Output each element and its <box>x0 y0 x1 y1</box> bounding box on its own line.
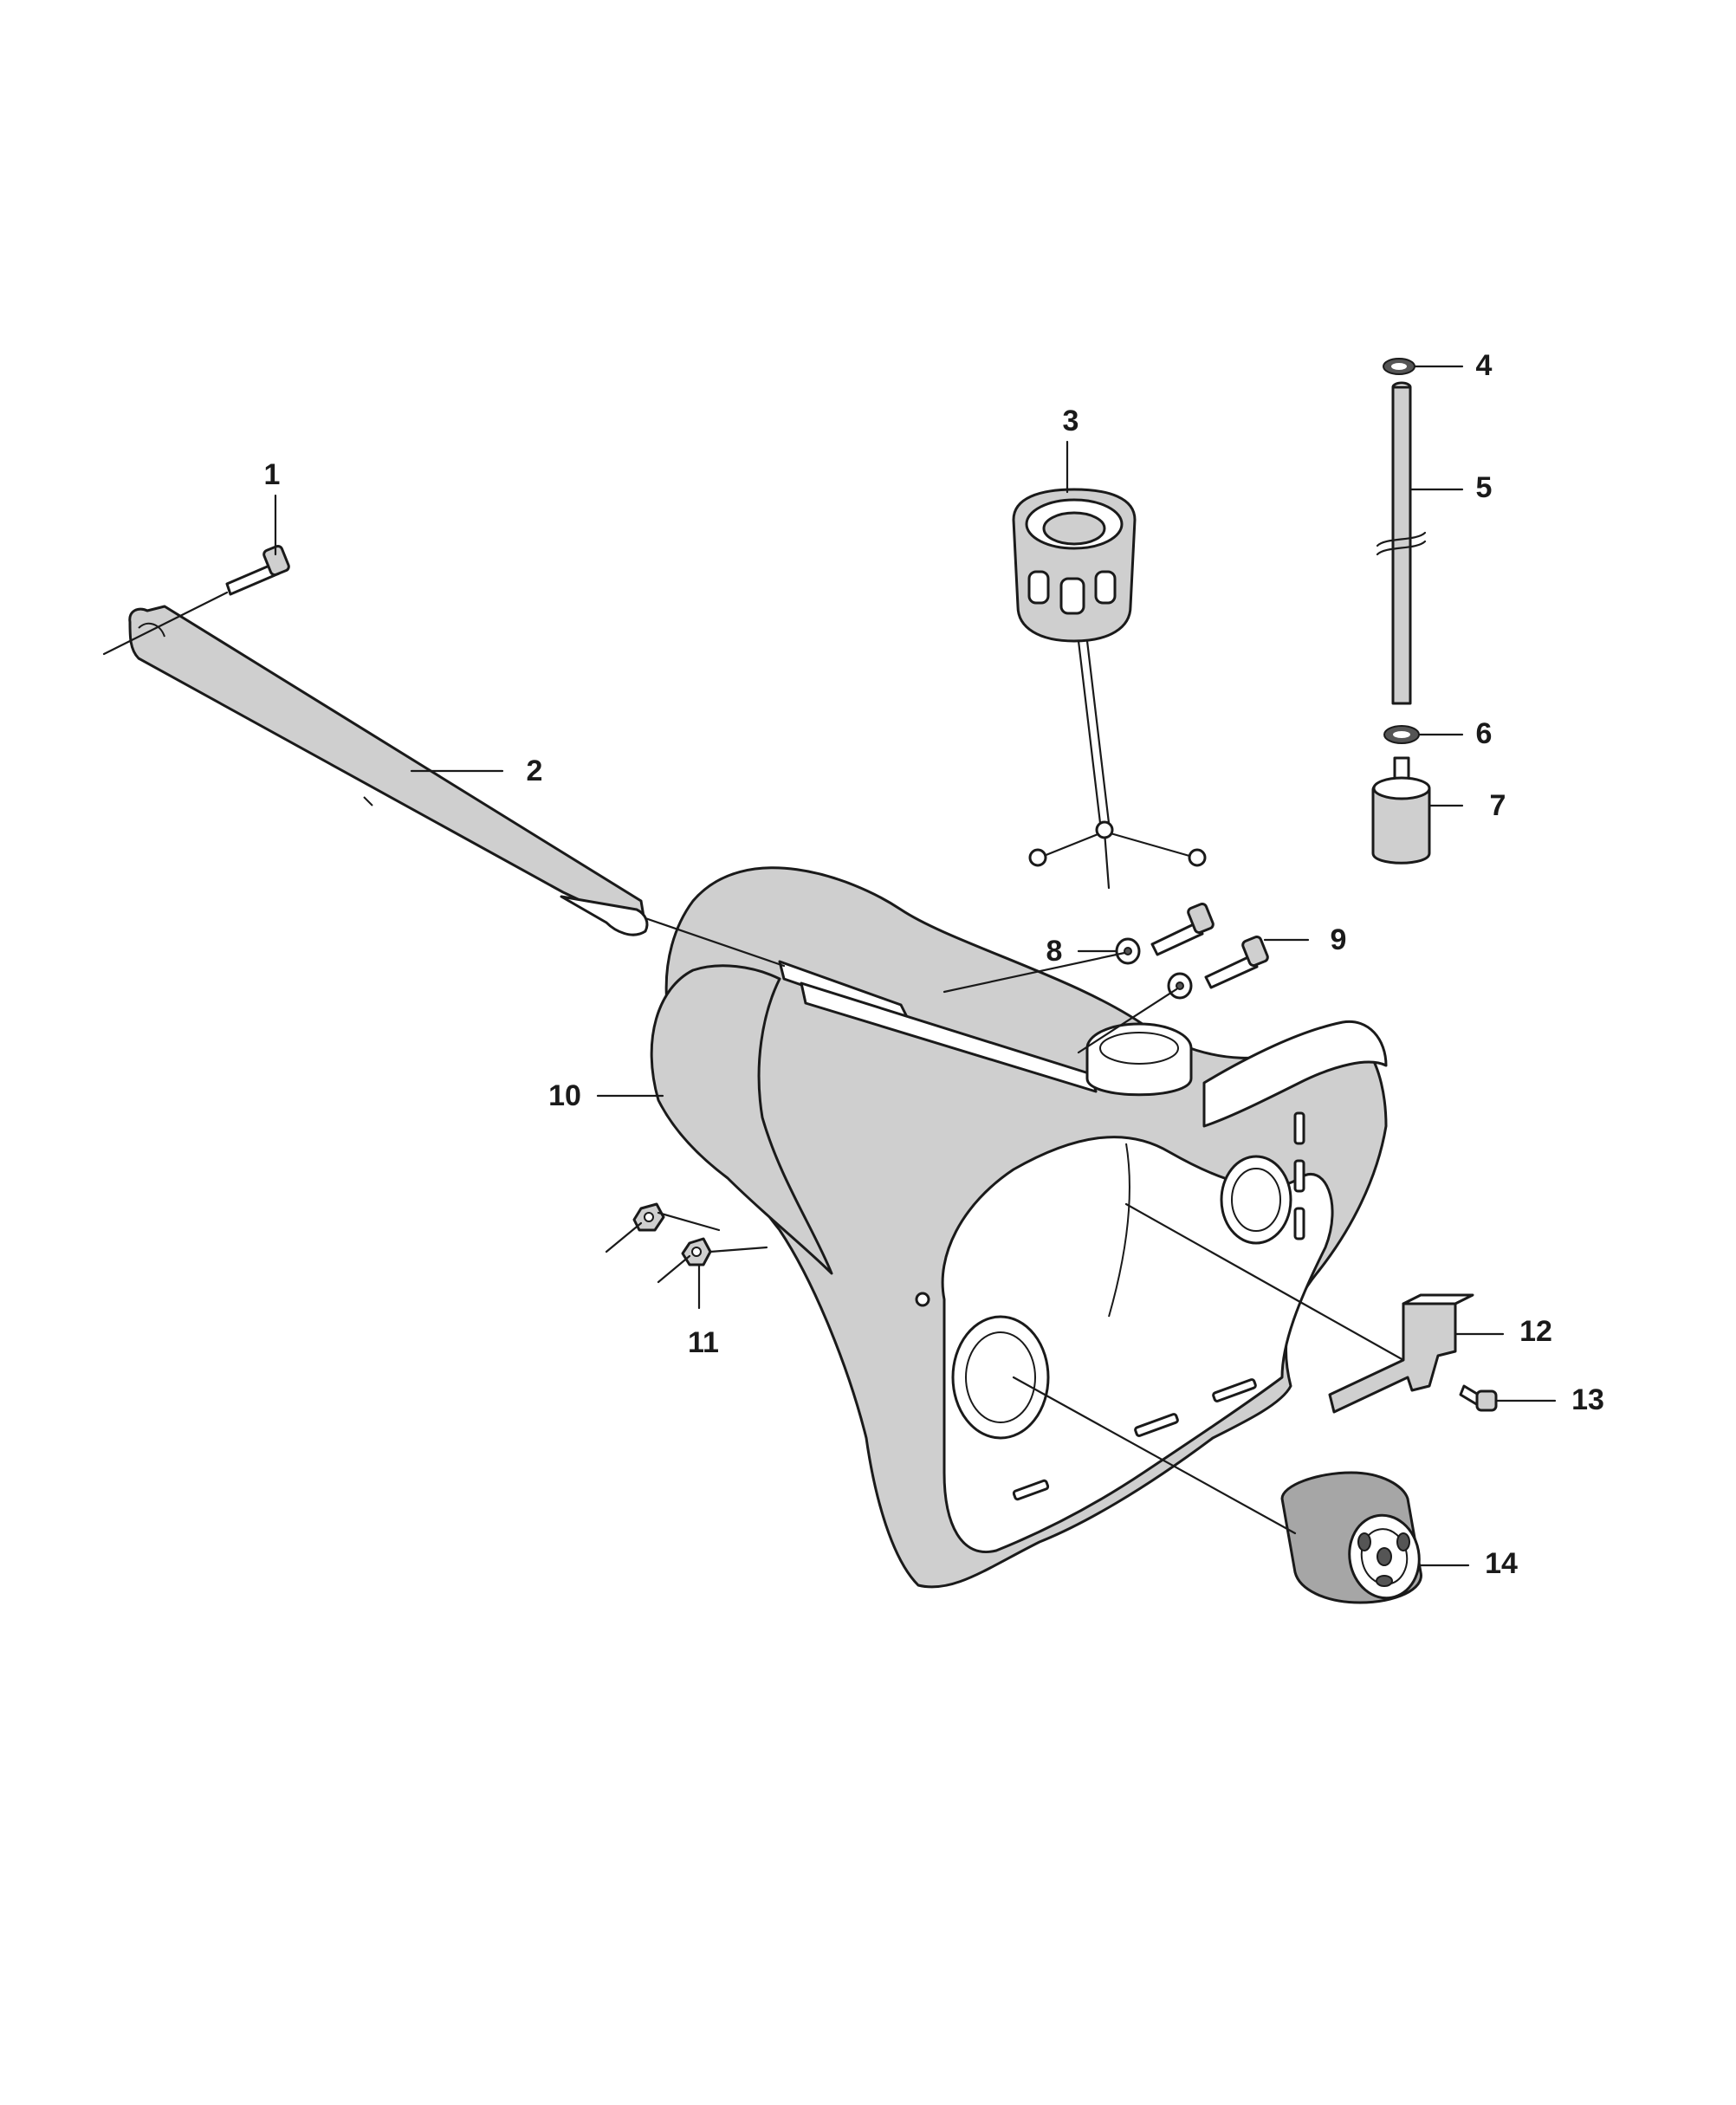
part-5-fuel-hose <box>1376 381 1427 705</box>
callout-5: 5 <box>1475 471 1493 504</box>
callout-7: 7 <box>1489 789 1506 822</box>
callout-4: 4 <box>1475 349 1493 382</box>
callout-13: 13 <box>1571 1383 1604 1416</box>
callout-11: 11 <box>688 1326 719 1359</box>
callout-8: 8 <box>1046 935 1063 968</box>
callout-6: 6 <box>1475 717 1493 750</box>
part-13-screw <box>1459 1384 1498 1412</box>
part-2-handle-bar <box>128 605 649 936</box>
callout-12: 12 <box>1519 1315 1552 1348</box>
callout-2: 2 <box>526 755 543 787</box>
callout-9: 9 <box>1330 923 1347 956</box>
part-6-o-ring <box>1383 725 1420 744</box>
assembly-lines <box>102 591 1405 1535</box>
part-1-screw <box>225 544 290 596</box>
callout-leaders <box>274 365 1557 1567</box>
part-4-o-ring <box>1383 358 1415 375</box>
part-11-nuts <box>632 1202 712 1266</box>
part-14-plug <box>1280 1471 1422 1604</box>
callout-14: 14 <box>1485 1547 1518 1580</box>
part-7-fuel-filter <box>1371 756 1431 865</box>
callout-10: 10 <box>548 1079 581 1112</box>
part-10-tank-housing <box>650 866 1388 1589</box>
part-12-bracket <box>1328 1293 1474 1414</box>
part-8-washer-screw <box>1115 902 1215 965</box>
part-9-washer-screw <box>1167 935 1269 1000</box>
part-3-fuel-cap <box>1012 488 1207 890</box>
callout-1: 1 <box>263 458 281 491</box>
callout-3: 3 <box>1062 405 1079 437</box>
